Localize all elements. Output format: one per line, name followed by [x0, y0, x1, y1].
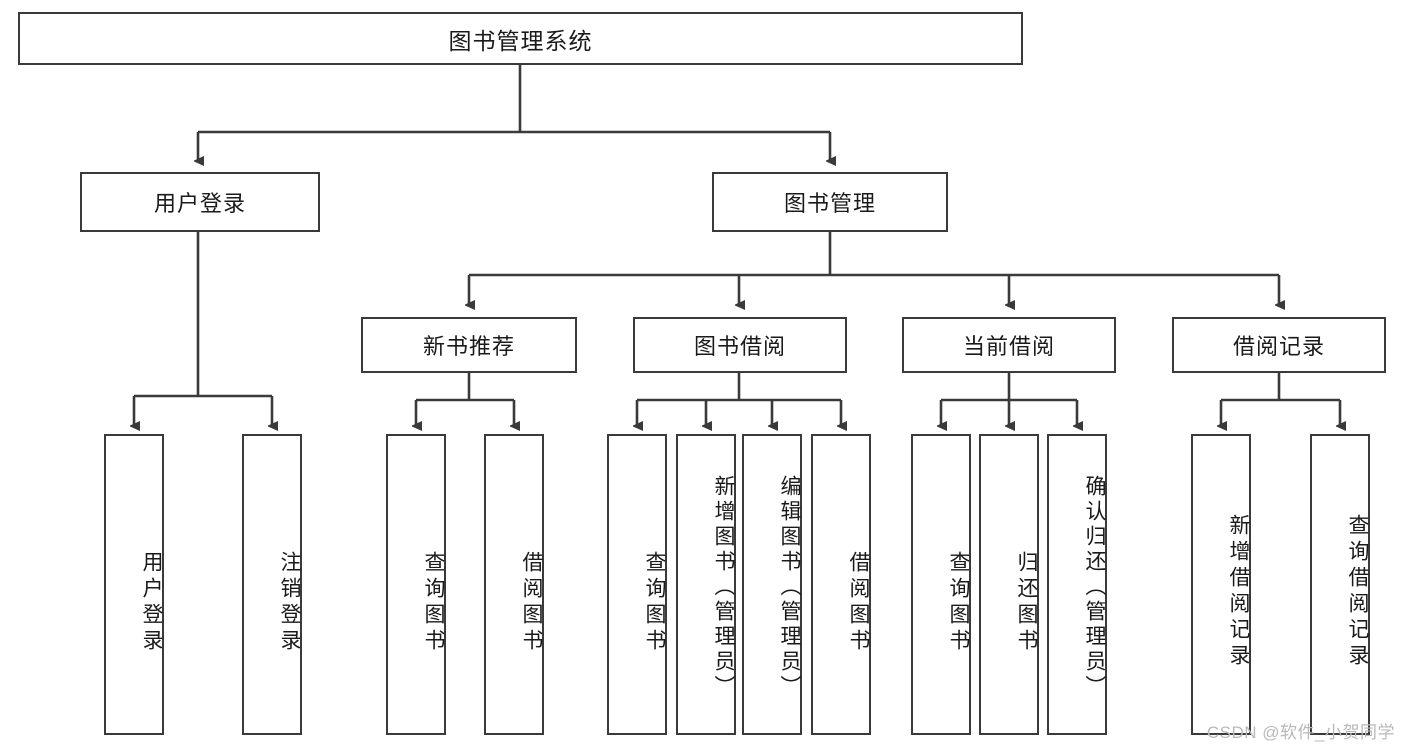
leaf-label: 查询借阅记录	[1346, 513, 1369, 670]
leaf-label: 借阅图书	[520, 550, 543, 655]
node-new-book-recommend[interactable]: 新书推荐	[361, 317, 577, 373]
leaf-return-book[interactable]: 归还图书	[979, 434, 1039, 735]
leaf-query-book-borrow[interactable]: 查询图书	[607, 434, 667, 735]
leaf-add-book[interactable]: 新增图书（管理员）	[676, 434, 736, 735]
leaf-label: 查询图书	[947, 550, 970, 655]
leaf-user-login[interactable]: 用户登录	[104, 434, 164, 735]
leaf-query-book-recommend[interactable]: 查询图书	[386, 434, 446, 735]
leaf-borrow-book-recommend[interactable]: 借阅图书	[484, 434, 544, 735]
leaf-label: 注销登录	[278, 550, 301, 655]
node-book-borrow[interactable]: 图书借阅	[633, 317, 847, 373]
leaf-label: 借阅图书	[847, 550, 870, 655]
node-user-login[interactable]: 用户登录	[80, 172, 320, 232]
leaf-confirm-return[interactable]: 确认归还（管理员）	[1047, 434, 1107, 735]
leaf-borrow-book[interactable]: 借阅图书	[811, 434, 871, 735]
leaf-label: 用户登录	[140, 550, 163, 655]
leaf-edit-book[interactable]: 编辑图书（管理员）	[742, 434, 802, 735]
node-borrow-record[interactable]: 借阅记录	[1172, 317, 1386, 373]
leaf-label: 新增借阅记录	[1227, 513, 1250, 670]
leaf-query-book-current[interactable]: 查询图书	[911, 434, 971, 735]
leaf-label: 归还图书	[1015, 550, 1038, 655]
leaf-query-borrow-record[interactable]: 查询借阅记录	[1310, 434, 1370, 735]
node-book-manage[interactable]: 图书管理	[712, 172, 948, 232]
leaf-label: 编辑图书（管理员）	[778, 475, 801, 700]
leaf-add-borrow-record[interactable]: 新增借阅记录	[1191, 434, 1251, 735]
node-current-borrow[interactable]: 当前借阅	[902, 317, 1116, 373]
leaf-logout-login[interactable]: 注销登录	[242, 434, 302, 735]
leaf-label: 新增图书（管理员）	[712, 475, 735, 700]
leaf-label: 查询图书	[643, 550, 666, 655]
leaf-label: 确认归还（管理员）	[1083, 475, 1106, 700]
node-root-system[interactable]: 图书管理系统	[18, 12, 1023, 65]
watermark-credit: CSDN @软件_小贺同学	[1206, 723, 1395, 742]
leaf-label: 查询图书	[422, 550, 445, 655]
